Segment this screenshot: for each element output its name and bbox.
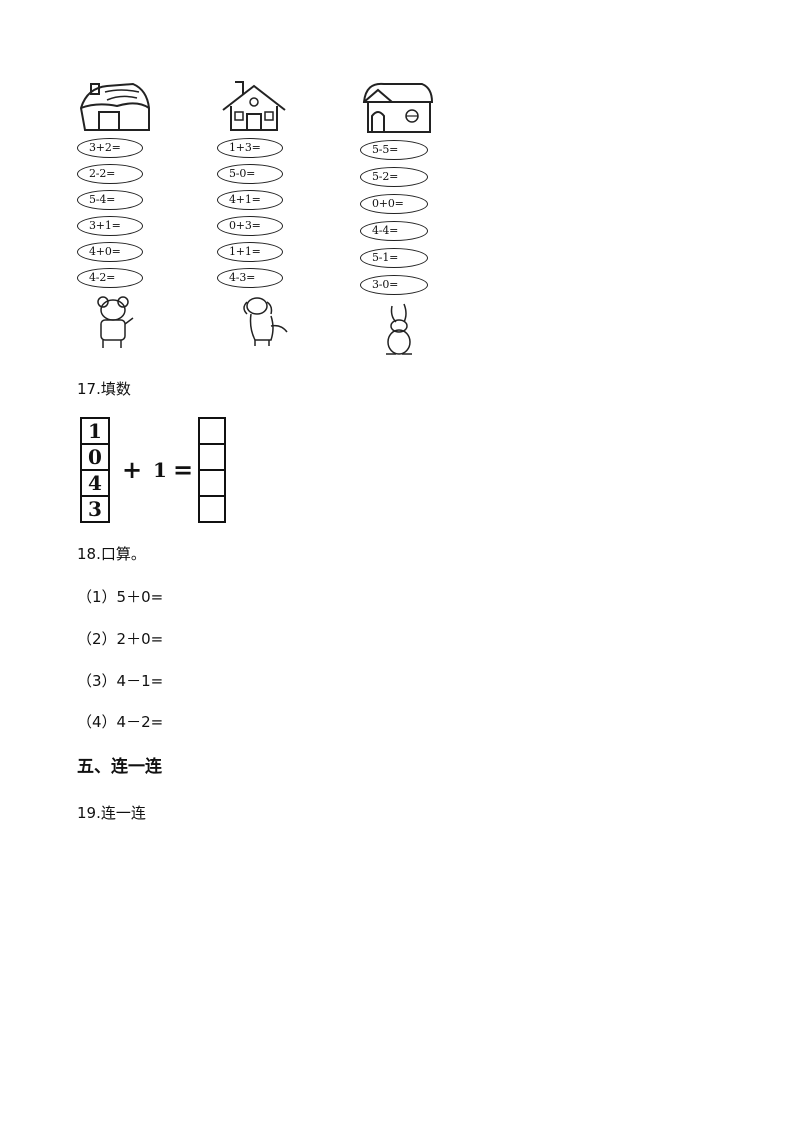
- answer-cell[interactable]: [200, 419, 224, 445]
- exercise-column-3: 5-5= 5-2= 0+0= 4-4= 5-1= 3-0=: [360, 78, 440, 358]
- house-1-icon: [79, 82, 150, 131]
- question-17-label: 17.填数: [77, 380, 131, 398]
- number-column: 1 0 4 3: [80, 417, 110, 523]
- number-cell: 1: [82, 419, 108, 445]
- equation-oval: 4-4=: [360, 221, 428, 241]
- equation-oval: 0+0=: [360, 194, 428, 214]
- equation-oval: 5-1=: [360, 248, 428, 268]
- section-heading: 五、连一连: [77, 757, 162, 777]
- equation-oval: 3+1=: [77, 216, 143, 236]
- equation-oval: 5-0=: [217, 164, 283, 184]
- equation-oval: 4-3=: [217, 268, 283, 288]
- equation-oval: 5-4=: [77, 190, 143, 210]
- answer-cell[interactable]: [200, 445, 224, 471]
- equation-oval: 3+2=: [77, 138, 143, 158]
- equals-sign: =: [173, 455, 194, 484]
- equation-oval: 2-2=: [77, 164, 143, 184]
- answer-cell[interactable]: [200, 471, 224, 497]
- mental-math-item: （2）2＋0=: [77, 630, 164, 648]
- equation-oval: 3-0=: [360, 275, 428, 295]
- answer-cell[interactable]: [200, 497, 224, 521]
- mental-math-item: （4）4－2=: [77, 713, 164, 731]
- exercise-column-2: 1+3= 5-0= 4+1= 0+3= 1+1= 4-3=: [217, 78, 297, 350]
- plus-sign: +: [122, 455, 143, 484]
- number-cell: 3: [88, 497, 102, 521]
- number-cell: 0: [82, 445, 108, 471]
- equation-oval: 5-2=: [360, 167, 428, 187]
- bear-icon: [97, 296, 134, 348]
- equation-oval: 4-2=: [77, 268, 143, 288]
- number-cell: 4: [82, 471, 108, 497]
- mental-math-item: （1）5＋0=: [77, 588, 164, 606]
- fill-in-puzzle: 1 0 4 3 + 1 =: [80, 417, 230, 525]
- equation-oval: 1+3=: [217, 138, 283, 158]
- mental-math-item: （3）4－1=: [77, 672, 164, 690]
- rabbit-icon: [386, 303, 412, 355]
- equation-oval: 5-5=: [360, 140, 428, 160]
- question-18-label: 18.口算。: [77, 545, 146, 563]
- dog-icon: [243, 297, 288, 346]
- equation-oval: 0+3=: [217, 216, 283, 236]
- house-3-icon: [362, 82, 434, 133]
- equation-oval: 4+1=: [217, 190, 283, 210]
- question-19-label: 19.连一连: [77, 804, 146, 822]
- answer-column: [198, 417, 226, 523]
- house-2-icon: [222, 81, 286, 131]
- exercise-column-1: 3+2= 2-2= 5-4= 3+1= 4+0= 4-2=: [77, 78, 157, 350]
- addend: 1: [153, 458, 167, 482]
- equation-oval: 1+1=: [217, 242, 283, 262]
- equation-oval: 4+0=: [77, 242, 143, 262]
